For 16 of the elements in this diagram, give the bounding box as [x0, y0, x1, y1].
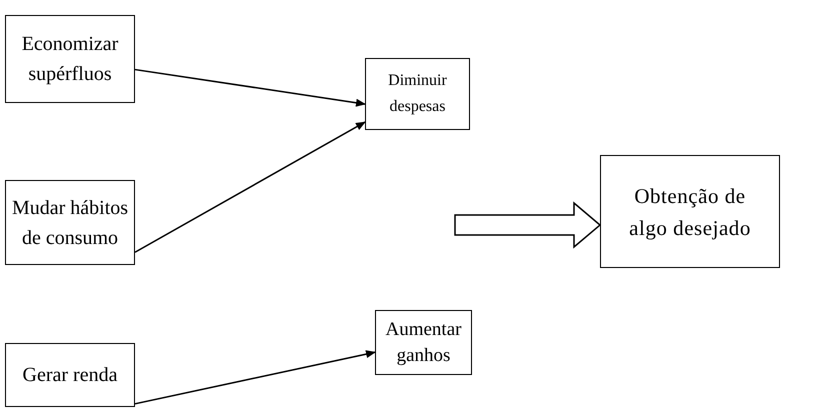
box-text: Gerar renda: [22, 363, 118, 388]
arrow: [134, 350, 376, 405]
block-arrow: [454, 201, 602, 249]
box-text: Economizar supérfluos: [20, 32, 120, 87]
process-box: [5, 15, 135, 103]
process-box: [5, 343, 135, 407]
box-text: Aumentar ganhos: [384, 318, 462, 368]
process-box: [600, 155, 780, 268]
arrow: [134, 68, 366, 107]
process-box: [375, 310, 472, 375]
box-text: Mudar hábitos de consumo: [10, 196, 130, 250]
box-text: Obtenção de algo desejado: [628, 182, 752, 242]
process-box: [5, 180, 135, 265]
arrow: [134, 121, 366, 253]
process-box: [365, 58, 470, 130]
box-text: Diminuir despesas: [387, 71, 448, 117]
